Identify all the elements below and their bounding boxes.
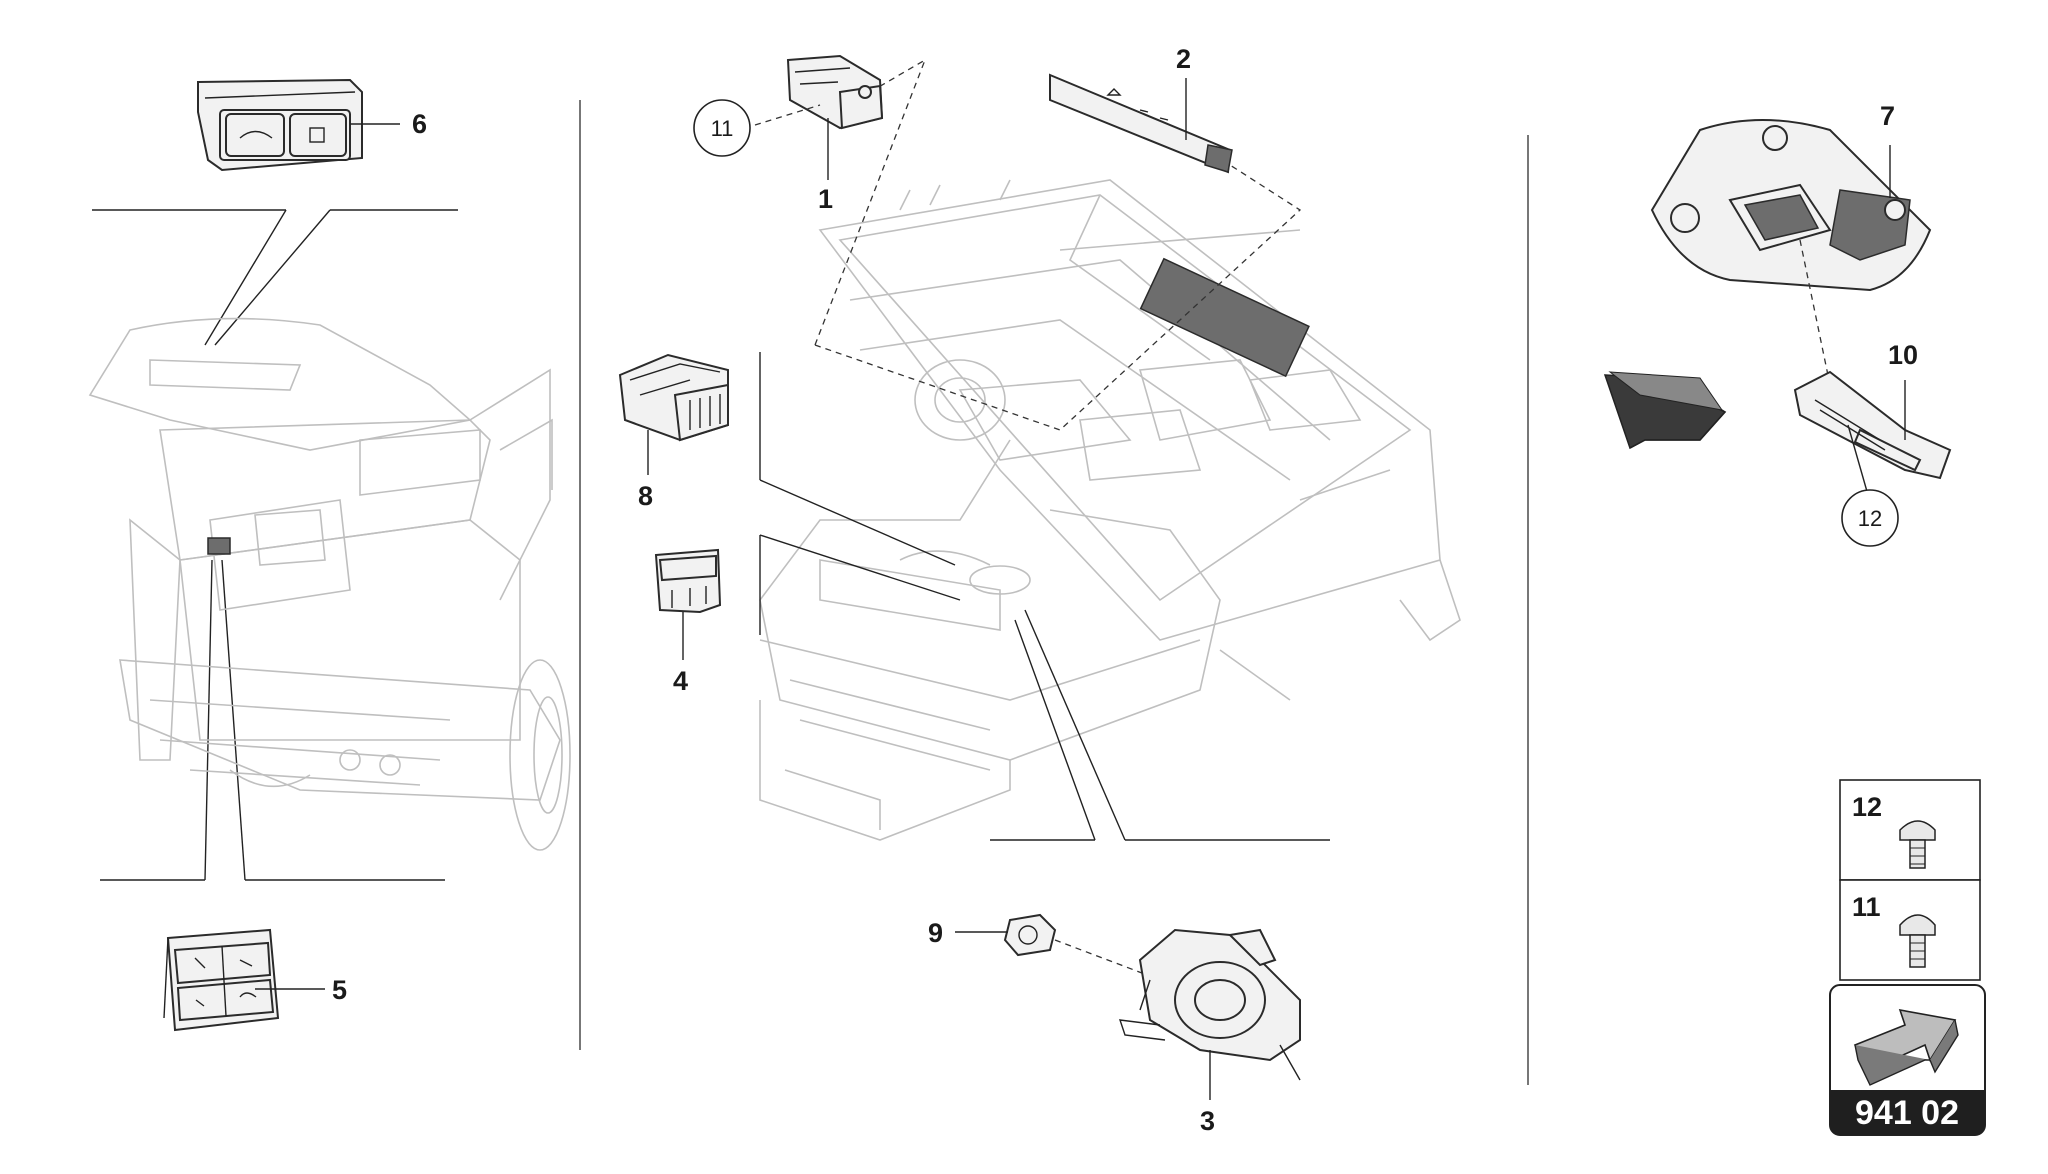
part-3-column-switch[interactable] [1118,928,1301,1081]
page-reference-number: 941 02 [1855,1094,1959,1132]
svg-text:12: 12 [1858,506,1882,531]
callout-6: 6 [412,109,427,139]
part-2-switch-strip[interactable] [1049,73,1233,174]
arrow-icon [1853,1008,1959,1086]
part-6-tailgate-switch[interactable] [197,78,363,172]
callout-2: 2 [1176,44,1191,74]
part-8-switch[interactable] [618,353,729,442]
callout-1: 1 [818,184,833,214]
callout-9: 9 [928,918,943,948]
view-direction-arrow-icon [1603,371,1727,450]
part-4-switch[interactable] [654,548,722,614]
part-9-button[interactable] [1003,913,1057,957]
callout-5: 5 [332,975,347,1005]
callout-4: 4 [673,666,688,696]
part-5-rear-seat-switch[interactable] [163,928,280,1032]
callout-8: 8 [638,481,653,511]
vehicle-rear-illustration [88,209,571,881]
part-7-roof-console[interactable] [1650,119,1932,292]
screw-11-icon [1899,914,1936,968]
part-10-module[interactable] [1793,370,1952,480]
svg-text:11: 11 [711,116,734,141]
callout-12-circled: 12 [1841,489,1899,547]
callout-10: 10 [1888,340,1918,370]
legend-label-12: 12 [1852,792,1882,822]
part-1-switch-module[interactable] [786,54,884,130]
page-reference-badge[interactable]: 941 02 [1829,984,1986,1136]
callout-7: 7 [1880,101,1895,131]
legend-label-11: 11 [1852,892,1881,922]
dashboard-illustration [759,179,1461,841]
callout-3: 3 [1200,1106,1215,1136]
screw-12-icon [1899,820,1936,869]
callout-11-circled: 11 [693,99,751,157]
